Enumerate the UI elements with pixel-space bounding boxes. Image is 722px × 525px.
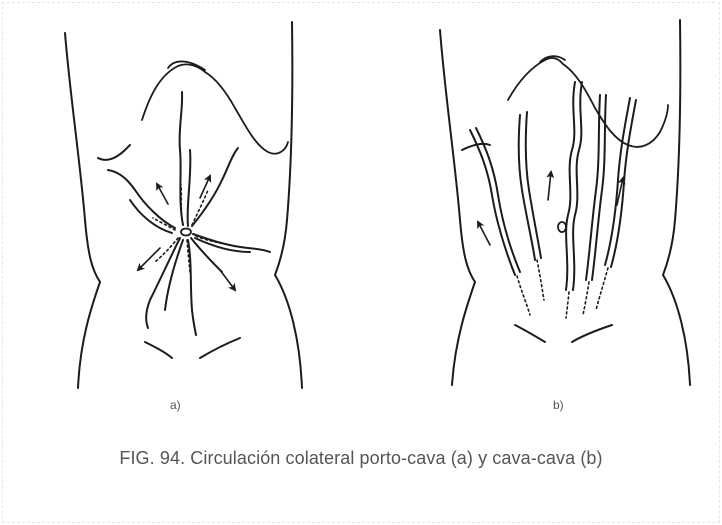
panel-a-torso [65, 22, 302, 388]
chest-arch-a [142, 61, 288, 153]
collateral-veins-a [98, 92, 270, 335]
torso-outline-b [440, 20, 690, 385]
pubic-lines-a [145, 338, 240, 358]
chest-arch-b [508, 56, 668, 147]
pubic-lines-b [515, 325, 612, 342]
umbilicus-b [558, 222, 566, 232]
panel-a-label: a) [170, 398, 181, 412]
umbilicus-a [181, 229, 191, 236]
medical-illustration [0, 0, 722, 440]
figure-number: FIG. 94. [119, 448, 185, 468]
flow-arrows-a [138, 176, 235, 290]
figure-caption: FIG. 94. Circulación colateral porto-cav… [0, 448, 722, 469]
caption-text: Circulación colateral porto-cava (a) y c… [190, 448, 602, 468]
panel-b-label: b) [553, 398, 564, 412]
torso-outline-a [65, 22, 302, 388]
panel-b-torso [440, 20, 690, 385]
